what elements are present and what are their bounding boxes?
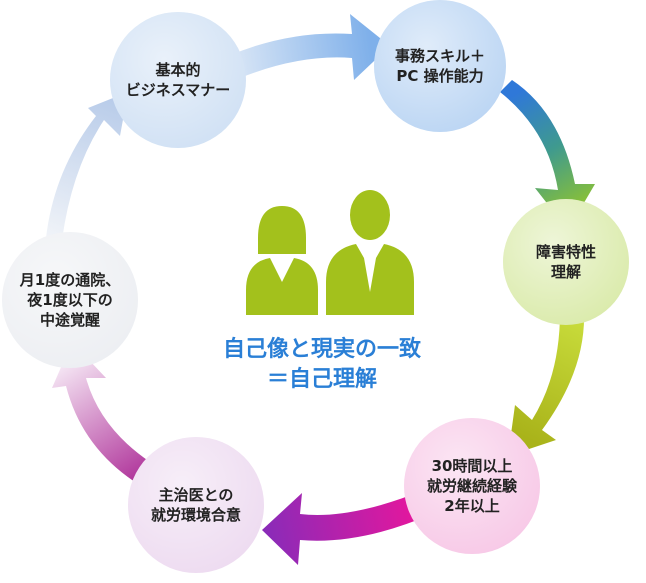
node-circle-highlight: [128, 437, 264, 573]
center-title-line-1: 自己像と現実の一致: [223, 336, 422, 362]
node-circle-highlight: [2, 232, 138, 368]
node-label-line: ビジネスマナー: [126, 81, 231, 99]
node-circle-highlight: [374, 0, 506, 132]
arrow-5-to-6: [52, 342, 150, 484]
node-circle-highlight: [110, 12, 246, 148]
cycle-arrows: [46, 14, 595, 565]
people-figures: [246, 190, 414, 315]
node-label-line: 理解: [551, 263, 581, 281]
woman-figure-icon: [246, 206, 318, 315]
node-office-pc-skills: 事務スキル＋ PC 操作能力: [374, 0, 506, 132]
node-label-line: 2年以上: [444, 497, 499, 515]
node-label-line: 就労環境合意: [151, 506, 241, 524]
node-label-line: 就労継続経験: [427, 477, 518, 495]
center-title-line-2: ＝自己理解: [267, 366, 377, 392]
arrow-3-to-4: [508, 312, 585, 456]
node-label-line: 夜1度以下の: [26, 291, 112, 309]
node-label-line: 主治医との: [159, 486, 234, 504]
arrow-4-to-5: [262, 490, 432, 565]
node-circle-highlight: [503, 199, 629, 325]
arrow-2-to-3: [500, 80, 595, 230]
node-label-line: 月1度の通院、: [19, 271, 120, 289]
node-label-line: PC 操作能力: [396, 67, 483, 85]
man-figure-icon: [326, 190, 414, 315]
node-label-line: 中途覚醒: [40, 311, 100, 329]
arrow-6-to-1: [46, 92, 128, 240]
node-label-line: 30時間以上: [432, 457, 513, 475]
node-label-line: 障害特性: [536, 243, 596, 261]
arrow-1-to-2: [228, 14, 390, 80]
node-label-line: 事務スキル＋: [395, 47, 485, 65]
node-circle-highlight: [404, 418, 540, 554]
node-label-line: 基本的: [154, 61, 200, 79]
